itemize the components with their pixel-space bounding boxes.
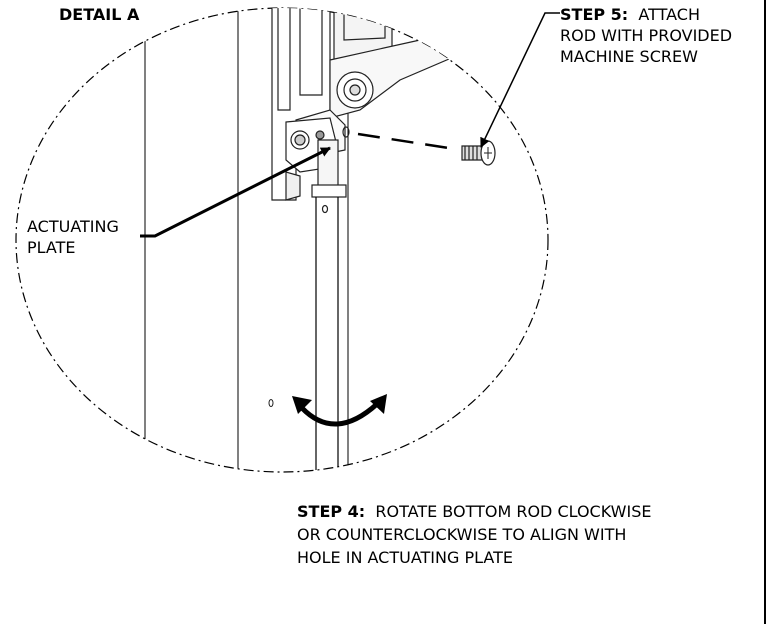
step4-callout: STEP 4: ROTATE BOTTOM ROD CLOCKWISE OR C…: [297, 500, 651, 569]
step4-line1: ROTATE BOTTOM ROD CLOCKWISE: [375, 502, 652, 521]
step5-callout: STEP 5: ATTACH ROD WITH PROVIDED MACHINE…: [560, 4, 732, 67]
step4-label: STEP 4:: [297, 502, 366, 521]
step4-line2: OR COUNTERCLOCKWISE TO ALIGN WITH: [297, 525, 627, 544]
actuating-plate-leader: [140, 146, 331, 238]
step4-line3: HOLE IN ACTUATING PLATE: [297, 548, 513, 567]
step5-label: STEP 5:: [560, 5, 629, 24]
actuating-plate-line1: ACTUATING: [27, 217, 119, 236]
step5-leader: [480, 12, 560, 148]
actuating-plate-line2: PLATE: [27, 238, 76, 257]
step5-line1: ATTACH: [638, 5, 700, 24]
detail-title: DETAIL A: [59, 5, 140, 24]
plate-hole: [342, 126, 350, 138]
step5-line2: ROD WITH PROVIDED: [560, 26, 733, 45]
bottom-rod: [311, 139, 347, 472]
rotation-arrow-icon: [292, 394, 387, 427]
step5-line3: MACHINE SCREW: [560, 47, 698, 66]
alignment-line: [357, 132, 456, 151]
cabinet-hole: [268, 399, 274, 407]
actuating-plate-label: ACTUATING PLATE: [27, 216, 119, 258]
actuating-plate: [285, 117, 339, 201]
machine-screw: [461, 140, 496, 166]
detail-contents: [144, 8, 471, 472]
